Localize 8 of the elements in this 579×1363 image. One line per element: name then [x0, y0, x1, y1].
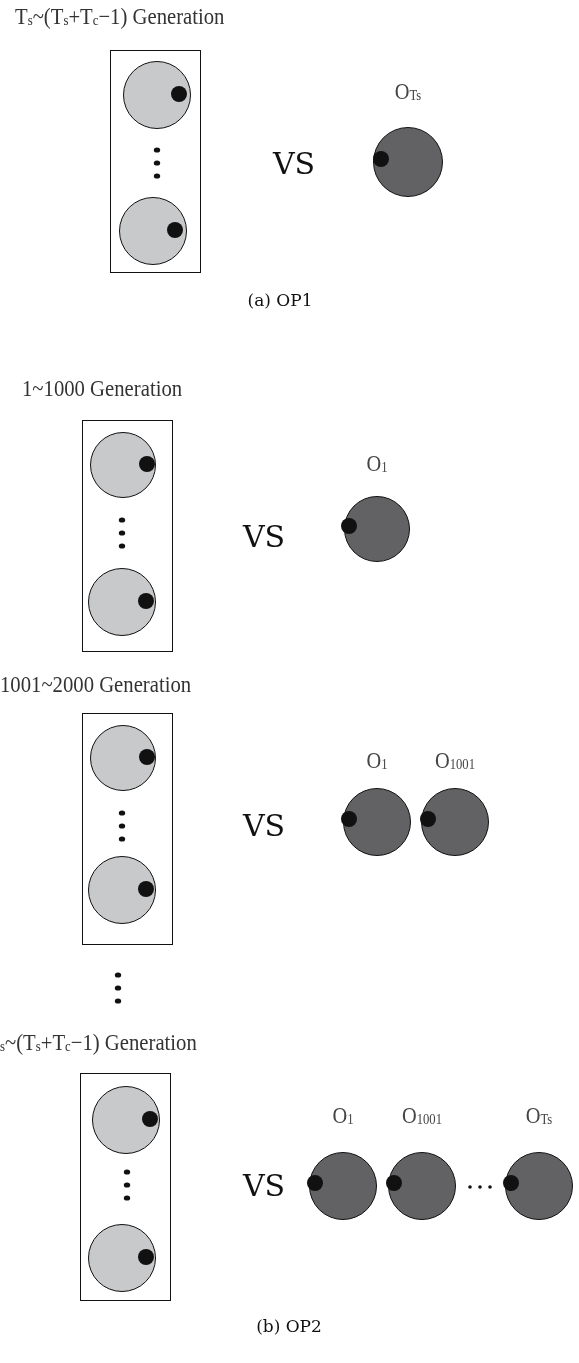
versus-label: VS — [242, 808, 286, 843]
generation-heading: 1~1000 Generation — [22, 376, 183, 402]
panel-caption: (b) OP2 — [256, 1315, 322, 1336]
versus-label: VS — [272, 146, 316, 181]
panel-caption: (a) OP1 — [247, 289, 313, 310]
generation-heading: 1001~2000 Generation — [0, 672, 192, 698]
versus-label: VS — [242, 1168, 286, 1203]
versus-label: VS — [242, 519, 286, 554]
